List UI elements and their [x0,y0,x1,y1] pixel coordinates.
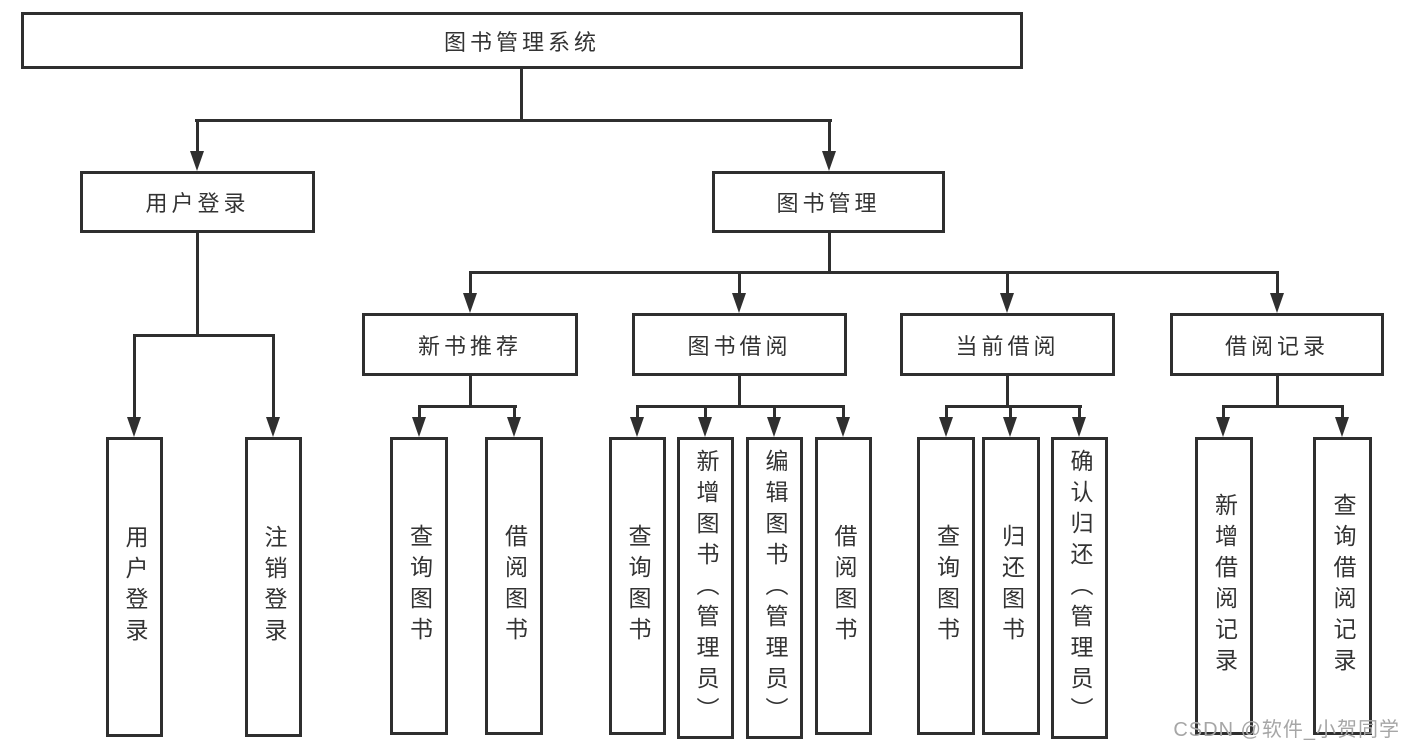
connector-line [738,376,741,407]
connector-line [773,405,776,420]
leaf-cb-return-book: 归还图书 [982,437,1040,735]
arrowhead-icon [822,151,836,171]
arrowhead-icon [1270,293,1284,313]
connector-line [1276,271,1279,297]
leaf-br-query-record: 查询借阅记录 [1313,437,1372,735]
arrowhead-icon [732,293,746,313]
arrowhead-icon [1335,417,1349,437]
connector-line [636,405,845,408]
arrowhead-icon [767,417,781,437]
connector-line [418,405,421,420]
connector-line [1009,405,1012,420]
leaf-bb-add-book-admin: 新增图书（管理员） [677,437,734,739]
connector-line [1276,376,1279,407]
arrowhead-icon [1000,293,1014,313]
connector-line [133,334,275,337]
arrowhead-icon [939,417,953,437]
connector-line [1222,405,1344,408]
connector-line [945,405,948,420]
connector-line [1006,271,1009,297]
node-current-borrow: 当前借阅 [900,313,1115,376]
leaf-cb-confirm-return-admin: 确认归还（管理员） [1051,437,1108,739]
node-new-book-recommend: 新书推荐 [362,313,578,376]
connector-line [513,405,516,420]
connector-line [133,334,136,420]
connector-line [828,233,831,274]
arrowhead-icon [1072,417,1086,437]
arrowhead-icon [698,417,712,437]
node-user-login: 用户登录 [80,171,315,233]
connector-line [842,405,845,420]
leaf-nb-borrow-book: 借阅图书 [485,437,543,735]
connector-line [418,405,517,408]
arrowhead-icon [190,151,204,171]
arrowhead-icon [463,293,477,313]
connector-line [1222,405,1225,420]
node-book-borrow: 图书借阅 [632,313,847,376]
arrowhead-icon [630,417,644,437]
node-book-management: 图书管理 [712,171,945,233]
connector-line [738,271,741,297]
arrowhead-icon [127,417,141,437]
connector-line [272,334,275,420]
connector-line [469,271,472,297]
arrowhead-icon [1003,417,1017,437]
connector-line [469,271,1279,274]
connector-line [196,233,199,336]
connector-line [520,68,523,122]
arrowhead-icon [507,417,521,437]
connector-line [469,376,472,407]
leaf-bb-edit-book-admin: 编辑图书（管理员） [746,437,803,739]
connector-line [636,405,639,420]
connector-line [704,405,707,420]
connector-line [945,405,1082,408]
connector-line [1006,376,1009,407]
leaf-logout: 注销登录 [245,437,302,737]
arrowhead-icon [412,417,426,437]
node-borrow-records: 借阅记录 [1170,313,1384,376]
connector-line [195,119,832,122]
connector-line [1078,405,1081,420]
connector-line [196,119,199,153]
connector-line [1341,405,1344,420]
leaf-cb-query-book: 查询图书 [917,437,975,735]
arrowhead-icon [266,417,280,437]
leaf-bb-borrow-book: 借阅图书 [815,437,872,735]
node-root: 图书管理系统 [21,12,1023,69]
watermark: CSDN @软件_小贺同学 [1173,719,1400,741]
arrowhead-icon [1216,417,1230,437]
leaf-user-login: 用户登录 [106,437,163,737]
connector-line [828,119,831,153]
leaf-br-add-record: 新增借阅记录 [1195,437,1253,735]
leaf-nb-query-book: 查询图书 [390,437,448,735]
leaf-bb-query-book: 查询图书 [609,437,666,735]
arrowhead-icon [836,417,850,437]
